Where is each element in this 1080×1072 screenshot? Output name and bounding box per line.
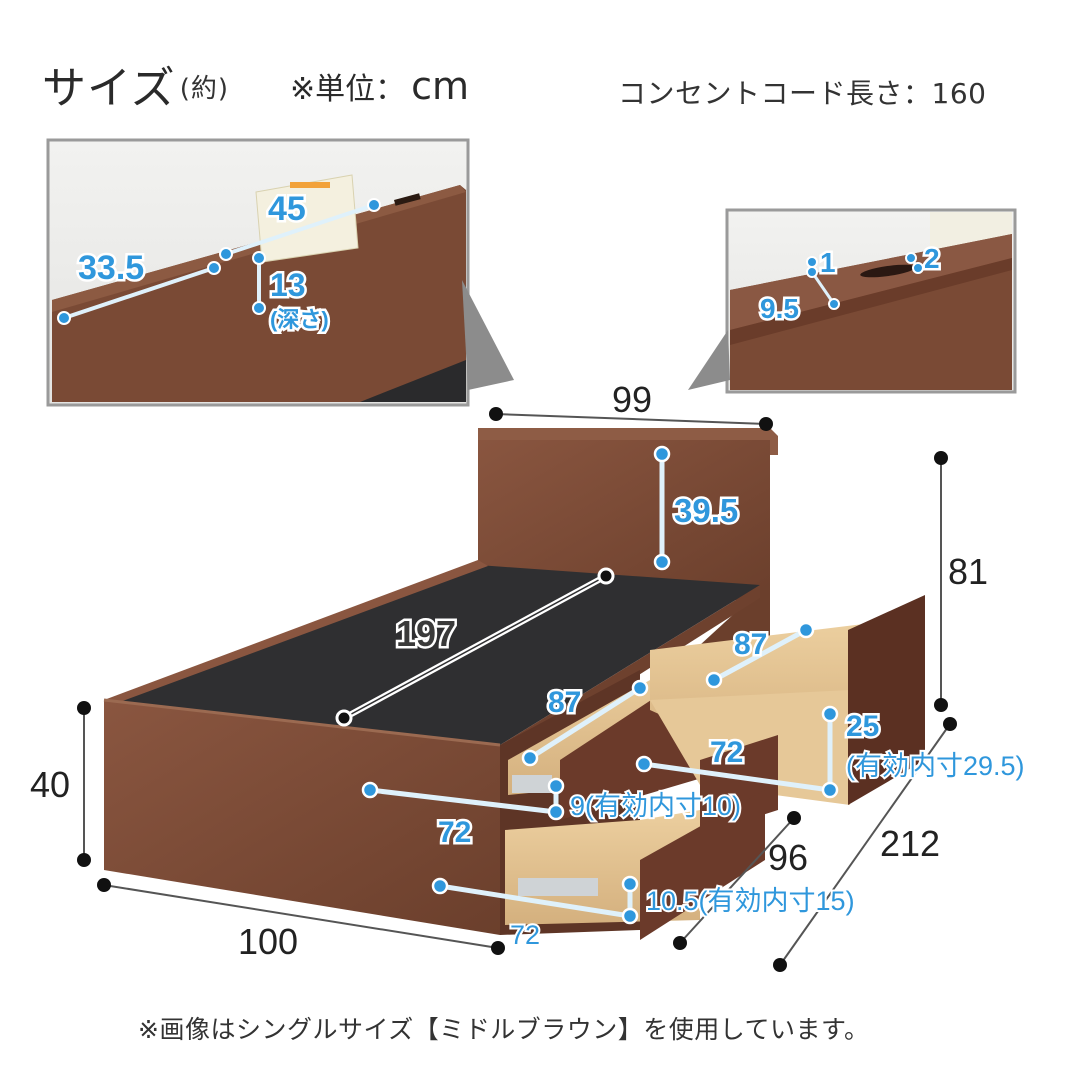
- large-drawer-depth-label: 87: [734, 628, 767, 661]
- lower-drawer-width-label: 72: [510, 920, 540, 950]
- slot-depth-label: 13: [270, 267, 306, 303]
- slot-length-label: 45: [268, 190, 306, 228]
- upper-drawer-depth-label: 87: [548, 686, 581, 719]
- frame-height-label: 40: [30, 764, 70, 805]
- headboard-width-label: 99: [612, 379, 652, 420]
- cord-length-label: コンセントコード長さ：160: [618, 77, 987, 110]
- inset-dim-a: 1: [820, 247, 836, 278]
- slot-width-label: 33.5: [78, 249, 144, 287]
- bed-illustration: [103, 428, 925, 940]
- title-text: サイズ: [42, 63, 176, 114]
- mattress-length-label: 197: [396, 613, 456, 654]
- drawer-front-length-label: 96: [768, 837, 808, 878]
- unit-label: ※単位：cm: [290, 64, 469, 108]
- upper-drawer-width-label: 72: [438, 816, 471, 849]
- large-drawer-width-label: 72: [710, 736, 743, 769]
- large-drawer-height-label: 25: [846, 710, 879, 743]
- frame-width-label: 100: [238, 921, 298, 962]
- callout-pointer-right: [688, 330, 730, 390]
- total-length-label: 212: [880, 823, 940, 864]
- inner-dimension-lines: [361, 445, 839, 925]
- large-drawer-effective-label: (有効内寸29.5): [846, 751, 1025, 781]
- callout-pointer-left: [462, 280, 514, 390]
- inset-dim-b: 2: [924, 243, 940, 274]
- footnote: ※画像はシングルサイズ【ミドルブラウン】を使用しています。: [138, 1015, 870, 1044]
- slot-depth-note: (深さ): [270, 307, 329, 332]
- unit-prefix: ※単位：: [290, 72, 406, 107]
- upper-drawer-height-label: 9(有効内寸10): [570, 791, 741, 821]
- unit-value: cm: [411, 64, 470, 108]
- lower-drawer-height-label: 10.5(有効内寸15): [646, 886, 855, 916]
- headboard-inset-left: 33.5 45 13 (深さ): [46, 138, 470, 407]
- page-title: サイズ(約): [42, 52, 229, 116]
- outer-dimension-lines: [77, 407, 957, 972]
- headboard-inset-right: 1 2 9.5: [725, 208, 1017, 394]
- mattress-length-line: [335, 567, 615, 727]
- title-approx: (約): [179, 74, 229, 104]
- total-height-label: 81: [948, 551, 988, 592]
- headboard-height-label: 39.5: [674, 492, 738, 529]
- inset-dim-c: 9.5: [760, 293, 799, 324]
